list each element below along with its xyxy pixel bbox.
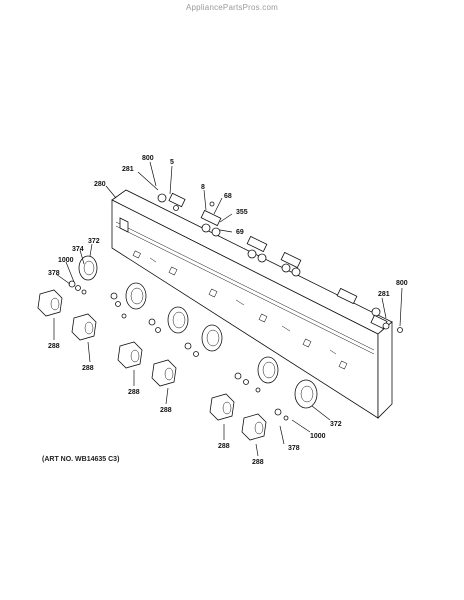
control-panel-body	[111, 189, 393, 419]
callout-374: 374	[72, 246, 84, 253]
callout-1000-right: 1000	[310, 433, 326, 440]
callout-288-e: 288	[218, 443, 230, 450]
callout-355: 355	[236, 209, 248, 216]
leader-lines	[53, 161, 403, 457]
bezel-ring-372-right	[294, 379, 318, 409]
knob-288-a	[37, 289, 63, 317]
callout-281-top: 281	[122, 166, 134, 173]
bezel-ring	[125, 282, 147, 310]
knob-288-c	[117, 341, 143, 369]
callout-280: 280	[94, 181, 106, 188]
knob-288-f	[241, 413, 267, 441]
callout-288-c: 288	[128, 389, 140, 396]
top-bracket-right	[336, 287, 403, 333]
callout-1000-left: 1000	[58, 257, 74, 264]
top-bracket-ignition-switch	[200, 201, 222, 237]
callout-68: 68	[224, 193, 232, 200]
callout-800-top: 800	[142, 155, 154, 162]
callout-8: 8	[201, 184, 205, 191]
callout-288-a: 288	[48, 343, 60, 350]
art-number: (ART NO. WB14635 C3)	[42, 456, 120, 463]
watermark-header: AppliancePartsPros.com	[186, 3, 278, 12]
knob-288-d	[151, 359, 177, 387]
knob-288-b	[71, 313, 97, 341]
bezel-ring-372-left	[78, 255, 98, 281]
callout-69: 69	[236, 229, 244, 236]
callout-372-left: 372	[88, 238, 100, 245]
top-bracket-mid-2	[280, 251, 302, 277]
callout-288-b: 288	[82, 365, 94, 372]
callout-288-d: 288	[160, 407, 172, 414]
hardware-small-parts	[68, 280, 289, 421]
knob-288-e	[209, 393, 235, 421]
callout-288-f: 288	[252, 459, 264, 466]
top-bracket-mid	[246, 235, 268, 263]
bezel-ring	[201, 324, 223, 352]
callout-800-right: 800	[396, 280, 408, 287]
callout-372-right: 372	[330, 421, 342, 428]
callout-378-right: 378	[288, 445, 300, 452]
callout-378-left: 378	[48, 270, 60, 277]
bezel-ring	[257, 356, 279, 384]
bezel-ring	[167, 306, 189, 334]
top-bracket-left	[157, 192, 186, 211]
callout-281-right: 281	[378, 291, 390, 298]
callout-5: 5	[170, 159, 174, 166]
